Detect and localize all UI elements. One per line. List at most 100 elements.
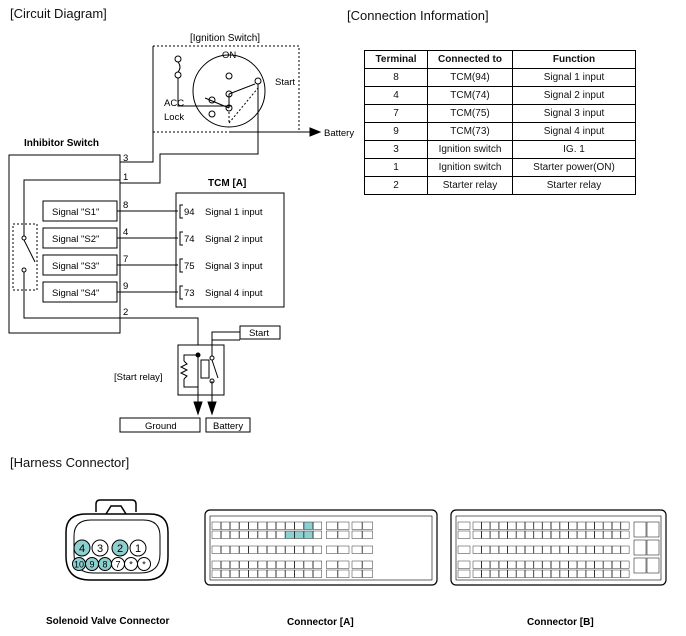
signal-s1-label: Signal "S1" [52, 207, 99, 218]
ignition-switch-label: [Ignition Switch] [190, 33, 260, 44]
connector-b-pin [516, 560, 525, 569]
connector-a-pin [239, 569, 249, 578]
connector-b-pin [498, 545, 508, 554]
connector-b-pin [559, 521, 569, 530]
wire-number-1: 1 [123, 172, 128, 183]
cell: 1 [364, 158, 428, 177]
solenoid-pin [137, 557, 151, 571]
tcm-box [175, 192, 285, 308]
tcm-input-4: Signal 4 input [205, 288, 263, 299]
connector-a-pin [351, 530, 363, 539]
connector-a-pin [220, 545, 230, 554]
inhibitor-switch-box [8, 154, 121, 334]
connector-a-pin [362, 530, 373, 539]
connector-b-pin [525, 560, 534, 569]
connector-b-pin [646, 521, 660, 538]
connector-b-pin [542, 569, 551, 578]
connector-b-pin [568, 569, 578, 578]
connector-a-pin [220, 560, 230, 569]
wire-number-2: 2 [123, 307, 128, 318]
solenoid-pin-label: 9 [89, 560, 94, 570]
ignition-switch-dial [192, 54, 266, 128]
harness-connector-heading: [Harness Connector] [10, 455, 130, 470]
connector-a-pin [285, 530, 295, 539]
connector-a-pin [326, 560, 338, 569]
connector-a-pin [303, 521, 313, 530]
connector-a-pin [276, 530, 286, 539]
connector-a-pin [230, 569, 240, 578]
battery-arrow-label: Battery [324, 128, 354, 139]
connector-b-pin [612, 545, 621, 554]
start-relay-box [177, 344, 225, 396]
connector-b-pin [646, 557, 660, 574]
connector-b-pin [585, 545, 595, 554]
connection-info-heading: [Connection Information] [347, 8, 489, 23]
col-terminal: Terminal [364, 50, 428, 69]
connector-a-pin [337, 569, 350, 578]
connector-a-pin [267, 545, 277, 554]
connector-b-pin [472, 530, 482, 539]
connector-b-pin [612, 530, 621, 539]
connector-b-pin [568, 545, 578, 554]
connector-b-pin [603, 530, 612, 539]
connector-a-pin [313, 560, 323, 569]
connector-b-pin [516, 569, 525, 578]
connector-b-pin [533, 569, 543, 578]
connector-a-pin [326, 545, 338, 554]
connector-b-pin [568, 530, 578, 539]
connector-b-pin [542, 521, 551, 530]
connector-b-pin [507, 569, 517, 578]
connector-a-pin [211, 545, 221, 554]
wire-ign-to-switch [177, 78, 232, 107]
solenoid-pin-label: 3 [97, 543, 103, 555]
cell: Starter power(ON) [512, 158, 636, 177]
connector-a-pin [351, 545, 363, 554]
connector-b-pin [620, 521, 630, 530]
tcm-pin-75: 75 [184, 261, 195, 272]
connector-a-pin [326, 530, 338, 539]
solenoid-pin-label: 2 [117, 543, 123, 555]
start-relay-label: [Start relay] [114, 372, 163, 383]
connector-b-pin [457, 569, 471, 578]
connector-b-pin [490, 569, 499, 578]
connector-b-pin [525, 530, 534, 539]
cell: Signal 4 input [512, 122, 636, 141]
wire-number-3: 3 [123, 153, 128, 164]
connector-b-pin [594, 521, 604, 530]
connector-a-pin [276, 560, 286, 569]
connector-a-pin [351, 521, 363, 530]
connector-b-pin [490, 530, 499, 539]
connector-b-pin [568, 521, 578, 530]
label-start: Start [275, 77, 295, 88]
connector-a-pin [337, 545, 350, 554]
label-acc: ACC [164, 98, 184, 109]
connector-b-pin [498, 521, 508, 530]
connector-a-pin [239, 530, 249, 539]
connector-a-pin [248, 560, 258, 569]
connector-a-pin [313, 569, 323, 578]
connector-b-pin [481, 569, 491, 578]
label-lock: Lock [164, 112, 184, 123]
connector-a-pin [313, 530, 323, 539]
connector-b-pin [594, 530, 604, 539]
contact-on [225, 72, 233, 80]
wire-number-7: 7 [123, 254, 128, 265]
connector-b-pin [481, 530, 491, 539]
cell: Ignition switch [427, 158, 513, 177]
connector-a-pin [248, 521, 258, 530]
cell: Signal 1 input [512, 68, 636, 87]
connector-b-pin [481, 521, 491, 530]
connector-b-pin [620, 569, 630, 578]
inhibitor-switch-label: Inhibitor Switch [24, 138, 99, 149]
connector-a-pin [303, 530, 313, 539]
connector-a-pin [351, 560, 363, 569]
connector-a-pin [326, 569, 338, 578]
connector-a-pin [285, 560, 295, 569]
connector-b-pin [559, 545, 569, 554]
connector-a-pin [337, 530, 350, 539]
